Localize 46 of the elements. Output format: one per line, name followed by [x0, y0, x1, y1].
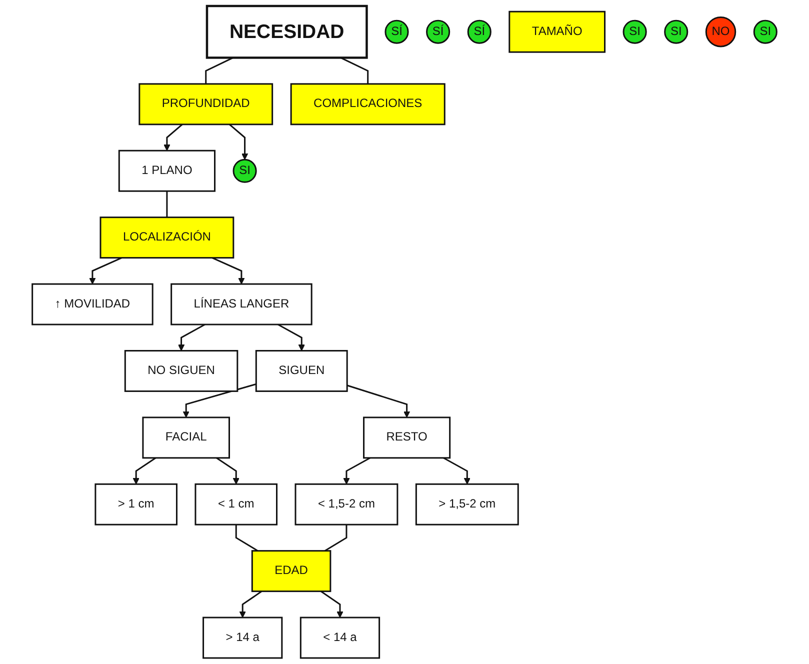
arrow [278, 324, 305, 352]
connector [324, 524, 348, 552]
node-box: PROFUNDIDAD [138, 83, 274, 126]
node-box: < 14 a [300, 616, 380, 659]
node-circle: NO [705, 16, 736, 48]
arrow [320, 590, 344, 618]
node-box: 1 PLANO [118, 150, 216, 192]
arrow [443, 457, 470, 484]
connector [166, 191, 168, 218]
connector [340, 57, 369, 84]
arrow [132, 457, 156, 484]
arrow [239, 590, 262, 618]
node-circle: SÍ [467, 20, 492, 44]
arrow [182, 383, 256, 418]
node-box: > 1 cm [94, 483, 178, 526]
node-box: SIGUEN [255, 350, 348, 392]
arrow [229, 124, 248, 160]
node-box: LÍNEAS LANGER [170, 283, 312, 326]
node-box: LOCALIZACIÓN [100, 216, 234, 259]
node-box: < 1,5-2 cm [294, 483, 398, 526]
node-box: COMPLICACIONES [290, 83, 446, 126]
node-box: > 1,5-2 cm [415, 483, 519, 526]
node-box: ↑ MOVILIDAD [32, 283, 154, 326]
arrow [212, 257, 245, 284]
node-box: < 1 cm [194, 483, 278, 526]
arrow [89, 257, 122, 284]
node-box: EDAD [251, 550, 332, 592]
connector [235, 524, 258, 552]
node-box: TAMAÑO [508, 10, 606, 53]
node-box: FACIAL [142, 416, 230, 459]
node-box: NECESIDAD [206, 4, 368, 59]
arrow [346, 384, 410, 418]
connector [205, 57, 234, 84]
arrow [164, 124, 183, 151]
node-circle: SI [232, 158, 257, 183]
node-circle: SÍ [426, 20, 450, 44]
node-circle: SI [664, 20, 688, 44]
arrow [178, 324, 206, 352]
node-box: NO SIGUEN [124, 350, 238, 392]
node-circle: SÍ [384, 20, 409, 44]
node-circle: SI [753, 20, 778, 44]
arrow [216, 457, 240, 484]
node-box: RESTO [363, 416, 451, 459]
node-box: > 14 a [202, 616, 283, 659]
node-circle: SI [622, 20, 647, 44]
arrow [343, 457, 371, 484]
